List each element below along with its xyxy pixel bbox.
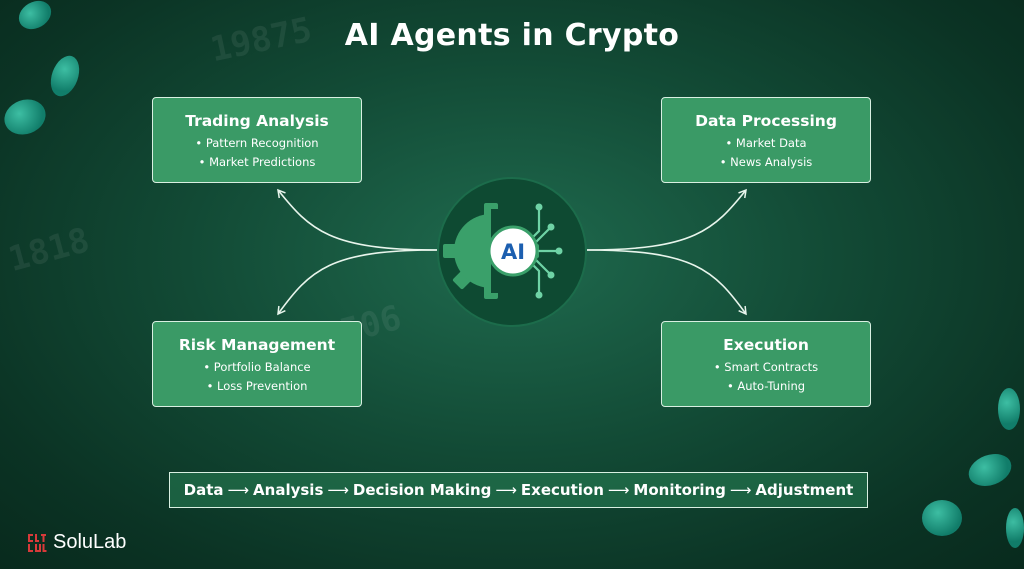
flow-step: Decision Making <box>352 481 492 499</box>
card-trading-analysis: Trading Analysis Pattern Recognition Mar… <box>152 97 362 183</box>
flow-step: Execution <box>520 481 604 499</box>
card-list: Pattern Recognition Market Predictions <box>153 134 361 172</box>
card-list: Smart Contracts Auto-Tuning <box>662 358 870 396</box>
flow-step: Adjustment <box>755 481 854 499</box>
card-data-processing: Data Processing Market Data News Analysi… <box>661 97 871 183</box>
flow-step: Monitoring <box>633 481 726 499</box>
flow-arrow-icon: ⟶ <box>227 481 250 499</box>
card-title: Trading Analysis <box>185 112 329 130</box>
card-item: Portfolio Balance <box>153 358 361 377</box>
card-list: Market Data News Analysis <box>662 134 870 172</box>
flow-arrow-icon: ⟶ <box>327 481 349 499</box>
card-item: Smart Contracts <box>662 358 870 377</box>
arrow-to-trading <box>277 188 438 251</box>
decor-coin-4 <box>998 388 1020 430</box>
card-item: News Analysis <box>662 153 870 172</box>
card-title: Risk Management <box>178 336 336 354</box>
card-item: Market Predictions <box>153 153 361 172</box>
card-list: Portfolio Balance Loss Prevention <box>153 358 361 396</box>
decor-coin-6 <box>922 500 962 536</box>
flow-arrow-icon: ⟶ <box>495 481 517 499</box>
flow-arrow-icon: ⟶ <box>729 481 752 499</box>
flow-step: Analysis <box>253 481 324 499</box>
solulab-logo-icon <box>28 533 47 552</box>
arrow-to-execution <box>586 249 747 316</box>
card-risk-management: Risk Management Portfolio Balance Loss P… <box>152 321 362 407</box>
card-item: Pattern Recognition <box>153 134 361 153</box>
page-title: AI Agents in Crypto <box>344 18 680 53</box>
card-title: Data Processing <box>695 112 837 130</box>
process-flow: Data ⟶ Analysis ⟶ Decision Making ⟶ Exec… <box>169 472 868 508</box>
card-item: Auto-Tuning <box>662 377 870 396</box>
arrow-to-risk <box>277 249 438 316</box>
ai-hub: AI <box>437 177 587 327</box>
flow-arrow-icon: ⟶ <box>607 481 630 499</box>
flow-step: Data <box>183 481 224 499</box>
card-execution: Execution Smart Contracts Auto-Tuning <box>661 321 871 407</box>
ai-label: AI <box>501 240 525 264</box>
decor-coin-7 <box>1006 508 1024 548</box>
card-item: Loss Prevention <box>153 377 361 396</box>
arrow-to-data <box>586 188 747 251</box>
brand-name: SoluLab <box>53 531 127 553</box>
gear-circuit-icon: AI <box>443 203 563 299</box>
card-item: Market Data <box>662 134 870 153</box>
brand: SoluLab <box>27 531 126 554</box>
card-title: Execution <box>723 336 809 354</box>
